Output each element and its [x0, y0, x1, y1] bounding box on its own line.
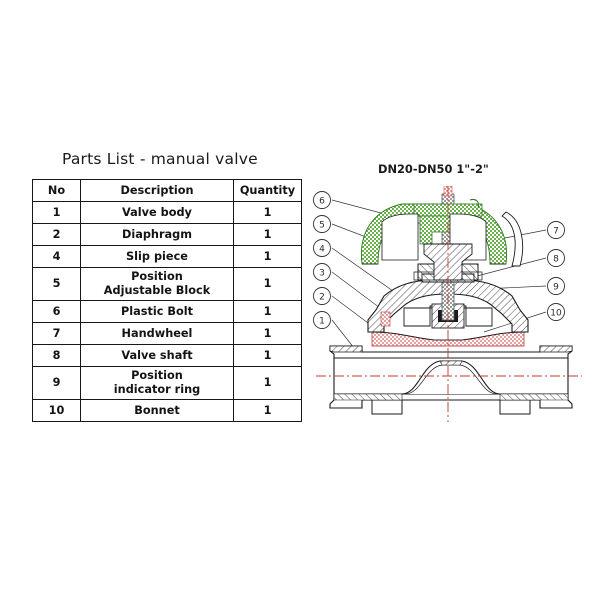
cell-no: 7	[32, 322, 81, 345]
cell-description: Position indicator ring	[80, 366, 234, 400]
callout-right-10[interactable]: 10	[547, 303, 565, 321]
callout-left-2[interactable]: 2	[313, 287, 331, 305]
cell-no: 5	[32, 267, 81, 301]
cell-quantity: 1	[233, 399, 302, 422]
column-header-quantity: Quantity	[233, 179, 302, 202]
cell-quantity: 1	[233, 366, 302, 400]
table-header-row: No Description Quantity	[32, 179, 302, 202]
callout-label: 5	[319, 221, 325, 231]
table-row: 6 Plastic Bolt 1	[32, 300, 302, 323]
cell-quantity: 1	[233, 322, 302, 345]
table-row: 5 Position Adjustable Block 1	[32, 267, 302, 301]
cell-no: 8	[32, 344, 81, 367]
column-header-no: No	[32, 179, 81, 202]
table-row: 1 Valve body 1	[32, 201, 302, 224]
table-row: 4 Slip piece 1	[32, 245, 302, 268]
cell-description: Plastic Bolt	[80, 300, 234, 323]
table-row: 7 Handwheel 1	[32, 322, 302, 345]
cell-description: Bonnet	[80, 399, 234, 422]
cell-description-line2: Adjustable Block	[103, 284, 211, 297]
table-row: 10 Bonnet 1	[32, 399, 302, 422]
cell-no: 2	[32, 223, 81, 246]
callout-left-5[interactable]: 5	[313, 215, 331, 233]
cell-no: 9	[32, 366, 81, 400]
callout-left-6[interactable]: 6	[313, 191, 331, 209]
cell-description: Valve body	[80, 201, 234, 224]
cell-no: 4	[32, 245, 81, 268]
cell-quantity: 1	[233, 223, 302, 246]
valve-drawing-panel: DN20-DN50 1"-2"	[306, 152, 596, 452]
parts-list-table: No Description Quantity 1 Valve body 1 2…	[32, 179, 302, 422]
cell-quantity: 1	[233, 300, 302, 323]
cell-description: Handwheel	[80, 322, 234, 345]
cell-description-line1: Position	[131, 270, 183, 284]
callout-left-4[interactable]: 4	[313, 239, 331, 257]
cell-description: Valve shaft	[80, 344, 234, 367]
cell-quantity: 1	[233, 267, 302, 301]
callout-label: 1	[319, 317, 325, 327]
callout-right-7[interactable]: 7	[547, 221, 565, 239]
callout-label: 8	[553, 255, 559, 265]
cell-description-line2: indicator ring	[113, 383, 201, 396]
cell-description: Position Adjustable Block	[80, 267, 234, 301]
cell-no: 6	[32, 300, 81, 323]
callout-label: 2	[319, 293, 325, 303]
callout-label: 9	[553, 283, 559, 293]
cell-description-line1: Position	[131, 369, 183, 383]
drawing-title: DN20-DN50 1"-2"	[378, 162, 489, 176]
valve-body	[329, 345, 573, 415]
cell-description: Slip piece	[80, 245, 234, 268]
callout-right-8[interactable]: 8	[547, 249, 565, 267]
cell-quantity: 1	[233, 344, 302, 367]
callout-label: 3	[319, 269, 325, 279]
callout-left-1[interactable]: 1	[313, 311, 331, 329]
cell-quantity: 1	[233, 201, 302, 224]
callout-label: 10	[550, 309, 562, 319]
callout-right-9[interactable]: 9	[547, 277, 565, 295]
cell-no: 10	[32, 399, 81, 422]
slip-piece-part	[380, 311, 391, 327]
table-row: 9 Position indicator ring 1	[32, 366, 302, 400]
callout-left-3[interactable]: 3	[313, 263, 331, 281]
callout-label: 6	[319, 197, 325, 207]
table-row: 2 Diaphragm 1	[32, 223, 302, 246]
cell-description: Diaphragm	[80, 223, 234, 246]
valve-cross-section-diagram: 6 5 4 3 2 1 7 8	[313, 186, 582, 422]
cell-quantity: 1	[233, 245, 302, 268]
table-row: 8 Valve shaft 1	[32, 344, 302, 367]
centerlines	[316, 186, 582, 422]
cell-no: 1	[32, 201, 81, 224]
callout-label: 4	[319, 245, 325, 255]
column-header-description: Description	[80, 179, 234, 202]
parts-list-panel: Parts List - manual valve No Description…	[32, 150, 302, 422]
callout-label: 7	[553, 227, 559, 237]
parts-list-title: Parts List - manual valve	[62, 150, 258, 168]
